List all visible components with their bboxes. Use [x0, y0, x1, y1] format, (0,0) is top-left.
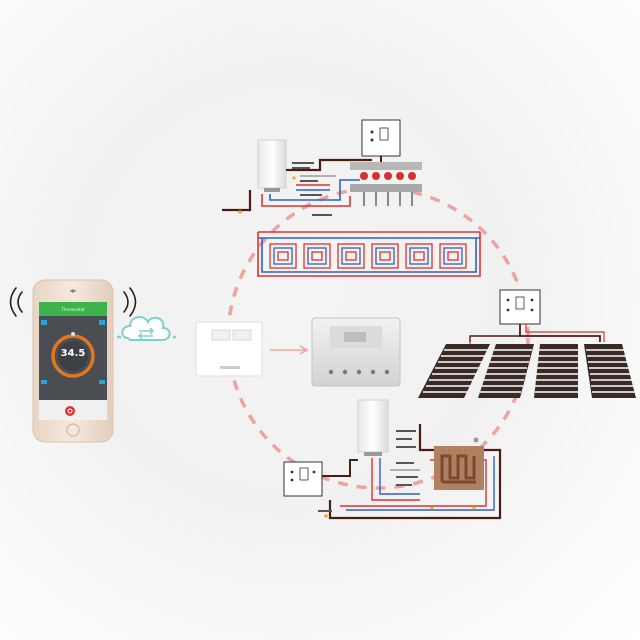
wireless-receiver — [195, 321, 263, 377]
home-button[interactable] — [66, 423, 80, 437]
boiler-top — [257, 139, 287, 189]
right-electric-floor-system — [418, 289, 636, 398]
app-screen-title: Thermostat — [61, 307, 85, 312]
cloud-sync-icon — [117, 316, 176, 341]
boiler-bottom — [357, 399, 389, 453]
temperature-readout: 34.5 — [60, 348, 86, 359]
thermostat-panel — [311, 317, 401, 387]
wiring-box-bottom — [283, 461, 323, 497]
power-icon[interactable] — [65, 406, 75, 416]
flow-markers — [238, 176, 476, 518]
wiring-box-right — [499, 289, 541, 325]
top-heating-system — [222, 119, 481, 277]
app-header-bar — [39, 302, 107, 316]
signal-waves-icon — [9, 287, 137, 317]
wiring-box-top — [361, 119, 401, 157]
smartphone — [32, 279, 114, 443]
bottom-heating-system — [283, 399, 502, 520]
arrow-right-icon — [270, 345, 309, 355]
